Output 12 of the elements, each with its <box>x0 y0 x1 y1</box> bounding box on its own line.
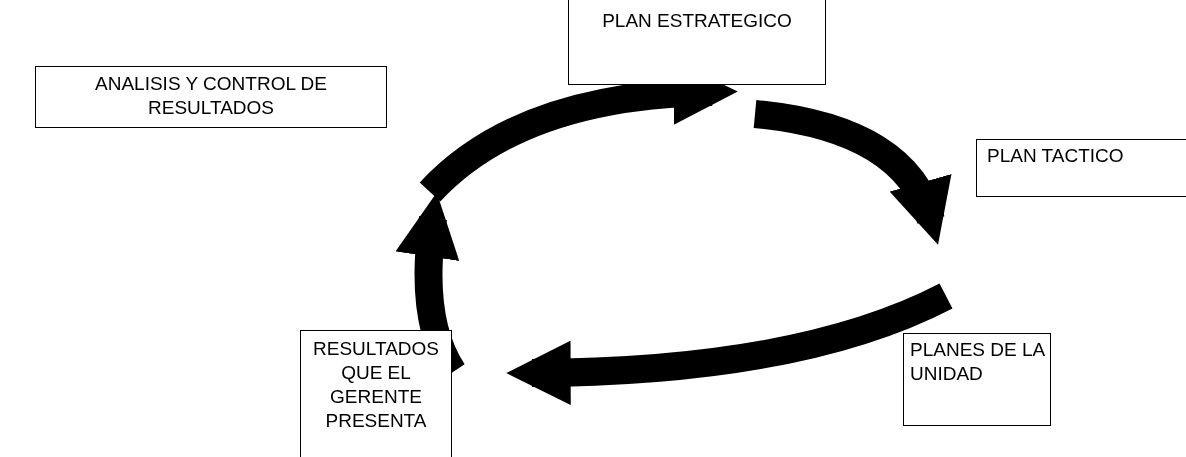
curved-arrow <box>753 100 949 245</box>
box-label: RESULTADOS QUE EL GERENTE PRESENTA <box>312 337 440 433</box>
text-box <box>976 139 1186 197</box>
box-label: ANALISIS Y CONTROL DE RESULTADOS <box>94 72 328 120</box>
box-label: PLAN ESTRATEGICO <box>601 9 793 33</box>
box-label: PLANES DE LA UNIDAD <box>910 338 1046 386</box>
curved-arrow <box>506 283 953 405</box>
box-label: PLAN TACTICO <box>987 144 1125 168</box>
text-box <box>35 66 387 128</box>
text-box <box>568 0 826 85</box>
text-box <box>903 333 1051 426</box>
text-box <box>300 330 452 457</box>
